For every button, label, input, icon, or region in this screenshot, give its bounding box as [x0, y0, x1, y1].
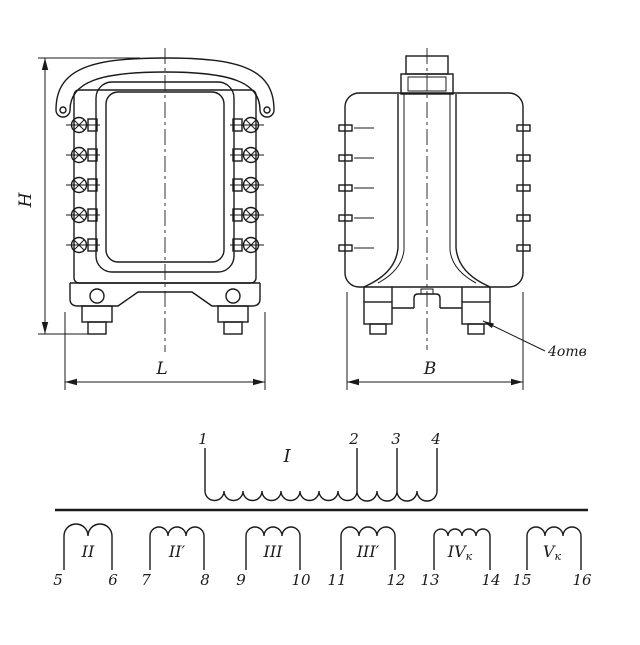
terminal-number: 13: [420, 571, 439, 589]
terminal-ticks: [338, 124, 531, 252]
base-bolt-right: [225, 288, 241, 304]
side-view: [338, 48, 531, 350]
terminal-number: 11: [327, 571, 346, 589]
dimension-l: L: [64, 312, 266, 390]
dimension-b: B: [346, 292, 524, 390]
terminal-number: 10: [291, 571, 311, 589]
terminal-bolt: [229, 176, 265, 194]
foot-left: [81, 305, 113, 323]
terminals-right: [229, 116, 265, 254]
secondary-winding: III 9 10: [236, 526, 311, 589]
core-side: [344, 92, 524, 288]
terminal-bolt: [65, 146, 101, 164]
terminal-bolt: [65, 236, 101, 254]
terminal-number: 7: [141, 571, 151, 589]
mounting-strap: [55, 57, 275, 118]
winding-label: II′: [168, 542, 186, 561]
holes-note-label: 4отв: [547, 344, 587, 360]
terminal-bolt: [229, 206, 265, 224]
terminal-bolt: [229, 116, 265, 134]
terminal-number: 9: [236, 571, 246, 589]
primary-coil: [204, 490, 438, 502]
terminals-left: [65, 116, 101, 254]
foot-right: [217, 305, 249, 323]
terminal-number: 8: [200, 571, 210, 589]
side-foot-right: [461, 301, 491, 325]
terminal-bolt: [229, 236, 265, 254]
secondary-winding: Vк 15 16: [512, 526, 592, 589]
terminal-number: 3: [391, 430, 401, 448]
side-foot-left-tab: [369, 323, 387, 335]
side-foot-left: [363, 301, 393, 325]
terminal-number: 6: [108, 571, 118, 589]
dimension-h: H: [16, 57, 140, 335]
terminal-number: 16: [572, 571, 592, 589]
coil-inner: [105, 91, 225, 263]
front-view: [55, 48, 275, 352]
winding-label: III′: [356, 542, 380, 561]
winding-label: IVк: [447, 542, 473, 563]
secondary-winding: II′ 7 8: [141, 526, 210, 589]
strap-hole-left: [59, 106, 67, 114]
terminal-bolt: [65, 116, 101, 134]
primary-winding: 1 2 3 4 I: [198, 430, 441, 502]
terminal-number: 15: [512, 571, 531, 589]
terminal-number: 14: [481, 571, 500, 589]
side-bracket: [363, 287, 491, 335]
terminal-number: 4: [430, 430, 441, 448]
base-bolt-left: [89, 288, 105, 304]
dim-h-label: H: [16, 191, 36, 208]
secondary-winding: IVк 13 14: [420, 528, 501, 589]
winding-label: II: [81, 542, 95, 561]
primary-label: I: [282, 446, 291, 467]
dim-l-label: L: [155, 359, 167, 379]
terminal-number: 5: [53, 571, 63, 589]
winding-label: Vк: [543, 542, 562, 563]
terminal-bolt: [229, 146, 265, 164]
dim-b-label: B: [423, 359, 437, 379]
foot-left-tab: [87, 321, 107, 335]
terminal-bolt: [65, 206, 101, 224]
terminal-bolt: [65, 176, 101, 194]
strap-hole-right: [263, 106, 271, 114]
side-foot-right-tab: [467, 323, 485, 335]
terminal-number: 2: [348, 430, 359, 448]
secondary-winding: III′ 11 12: [327, 526, 406, 589]
terminal-number: 1: [198, 430, 208, 448]
secondary-winding: II 5 6: [53, 523, 118, 589]
winding-schematic: 1 2 3 4 I II 5 6 II′ 7 8: [53, 430, 592, 589]
foot-right-tab: [223, 321, 243, 335]
coil-column: [363, 94, 491, 288]
winding-label: III: [263, 542, 284, 561]
terminal-number: 12: [386, 571, 405, 589]
holes-annotation: 4отв: [482, 320, 587, 360]
